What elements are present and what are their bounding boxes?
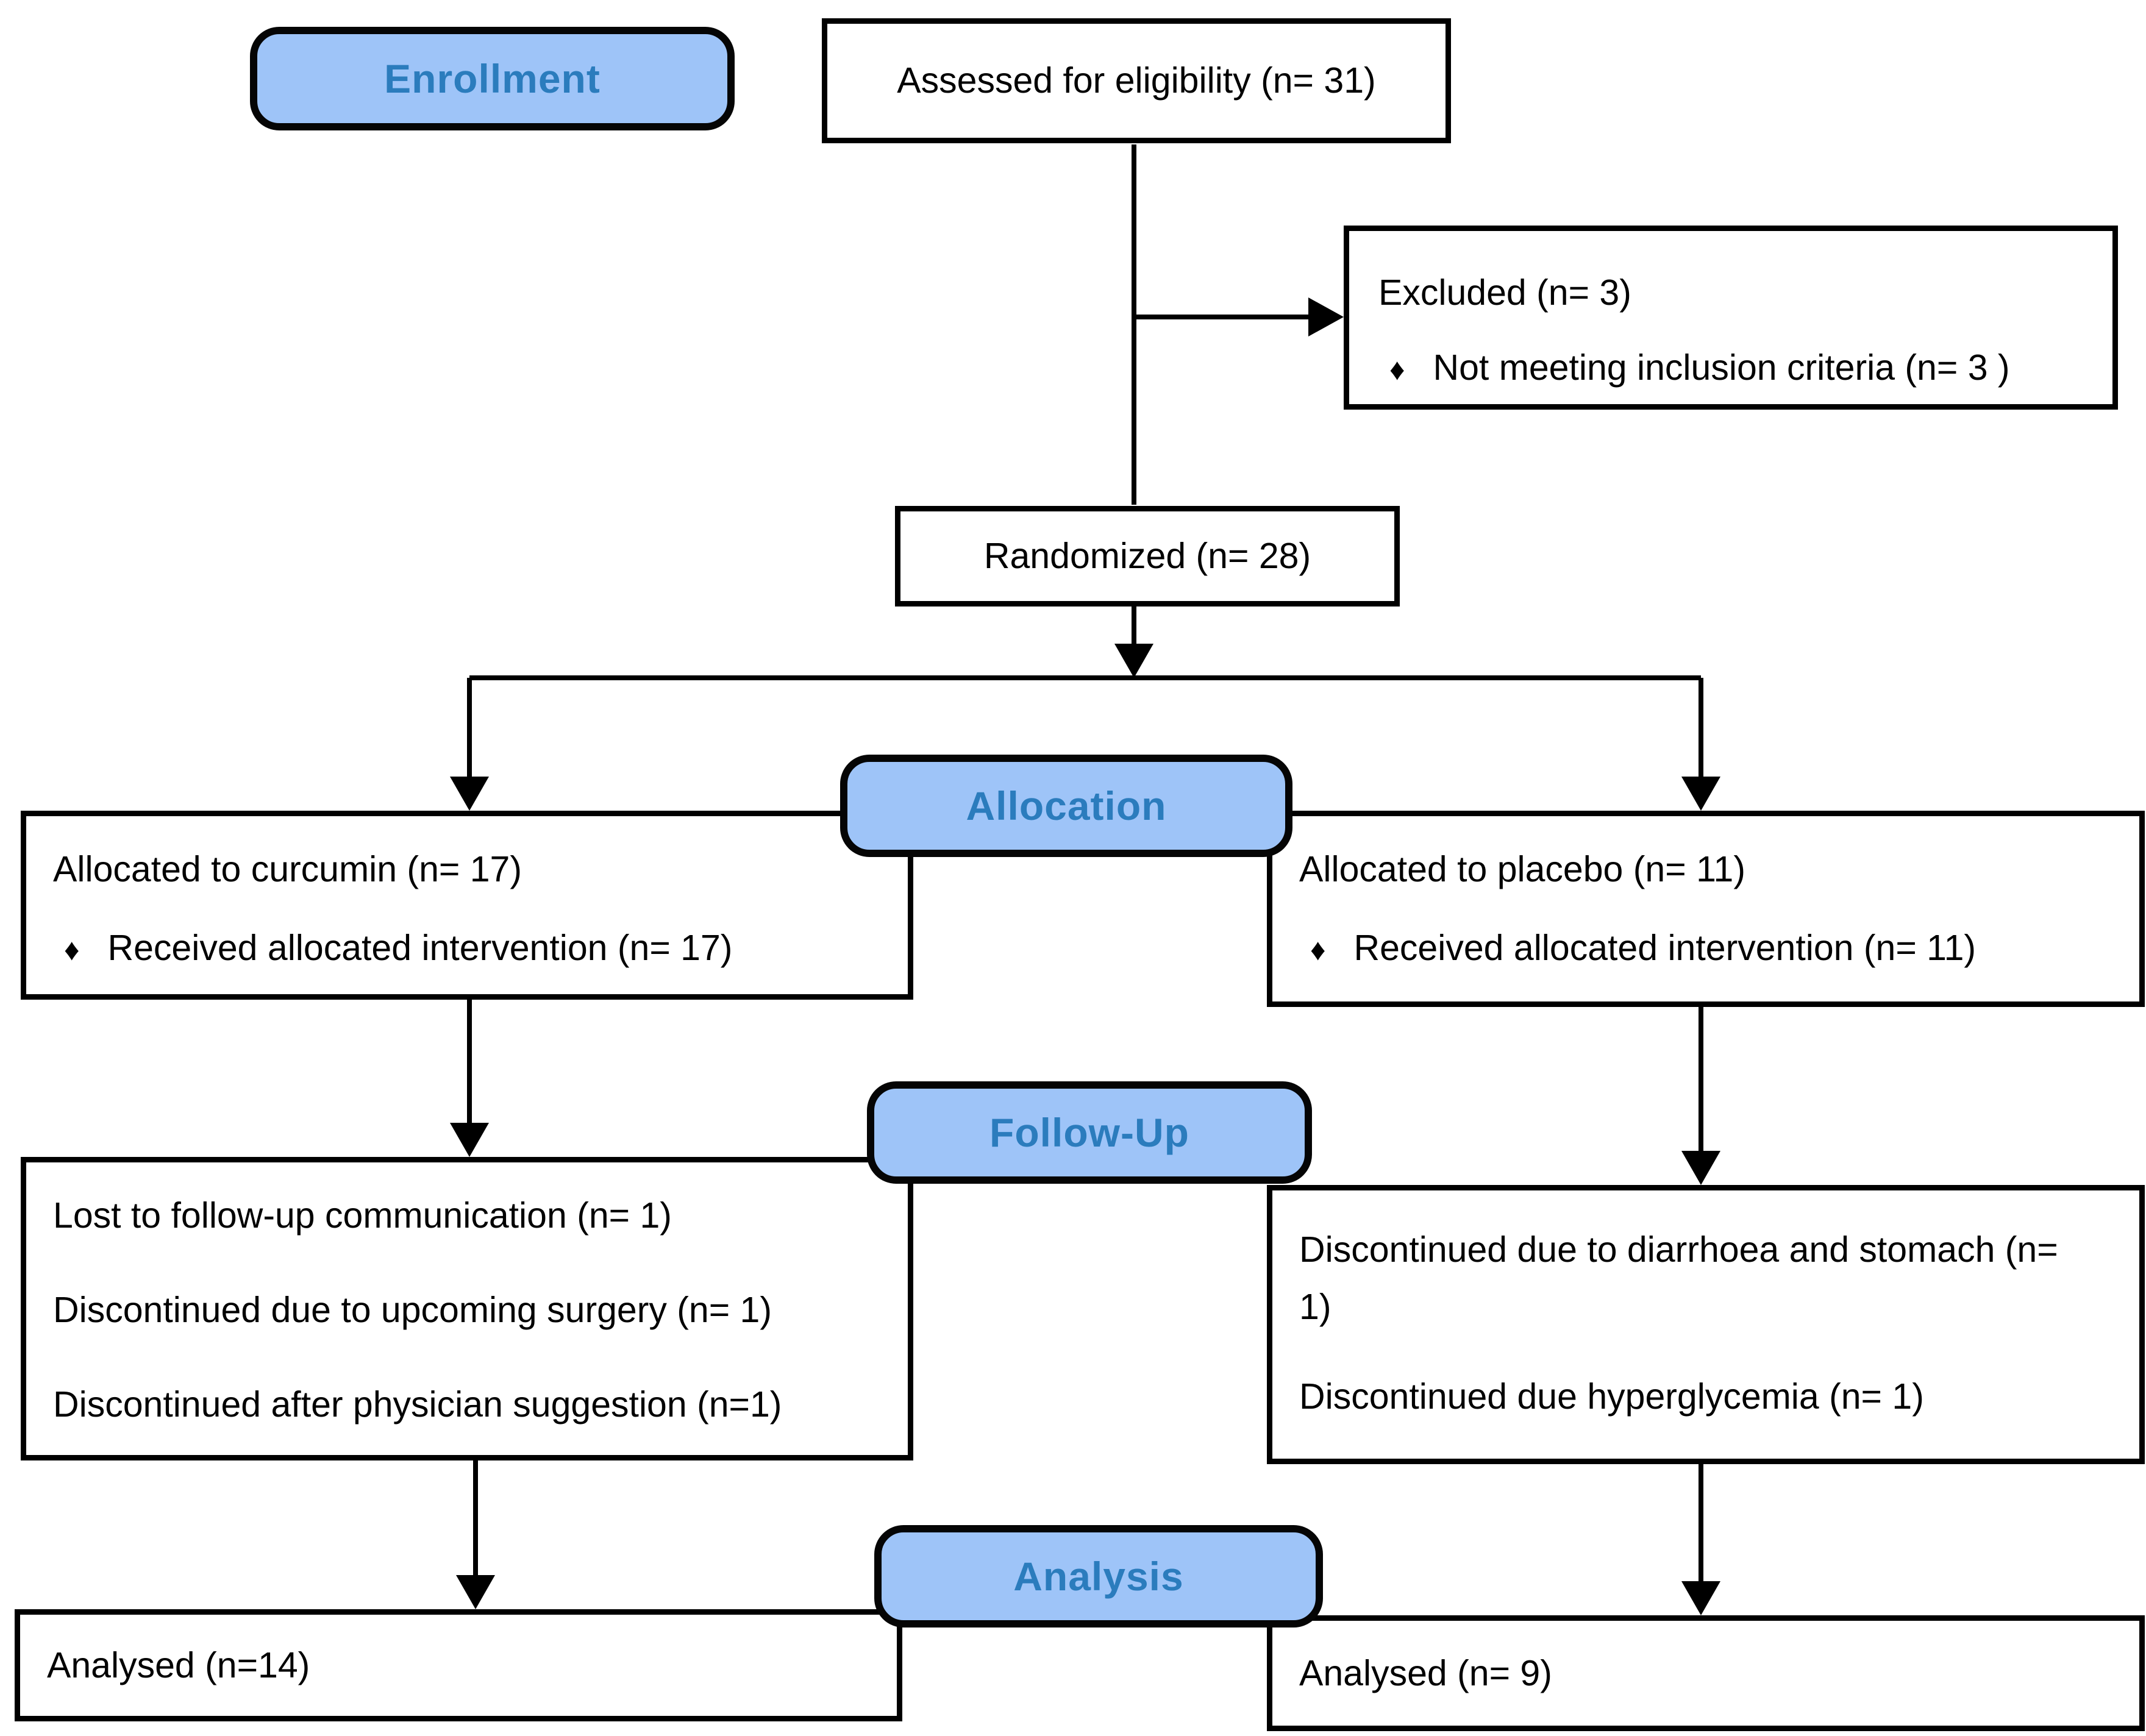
randomized-text: Randomized (n= 28) xyxy=(983,536,1311,577)
excluded-title: Excluded (n= 3) xyxy=(1378,272,1631,313)
arrowhead-analysed-placebo xyxy=(1681,1581,1720,1615)
followup-placebo-line: Discontinued due hyperglycemia (n= 1) xyxy=(1299,1376,1924,1417)
stage-label-followup-text: Follow-Up xyxy=(989,1110,1189,1155)
stage-label-enrollment-text: Enrollment xyxy=(384,56,601,101)
allocated-placebo-item-text: Received allocated intervention (n= 11) xyxy=(1353,927,1977,968)
followup-curcumin-box: Lost to follow-up communication (n= 1) D… xyxy=(21,1157,913,1460)
allocated-curcumin-box: Allocated to curcumin (n= 17) ♦ Received… xyxy=(21,811,913,1000)
stage-label-analysis-text: Analysis xyxy=(1013,1554,1184,1599)
stage-label-enrollment: Enrollment xyxy=(250,27,735,130)
followup-placebo-box: Discontinued due to diarrhoea and stomac… xyxy=(1267,1185,2145,1464)
arrowhead-excluded xyxy=(1308,297,1344,336)
arrowhead-followup-placebo xyxy=(1681,1151,1720,1185)
followup-placebo-line: Discontinued due to diarrhoea and stomac… xyxy=(1299,1229,2058,1328)
diamond-bullet-icon: ♦ xyxy=(64,932,80,967)
allocated-placebo-box: Allocated to placebo (n= 11) ♦ Received … xyxy=(1267,811,2145,1007)
stage-label-analysis: Analysis xyxy=(874,1525,1323,1628)
arrowhead-alloc-curcumin xyxy=(450,777,489,811)
followup-curcumin-line: Discontinued due to upcoming surgery (n=… xyxy=(53,1289,772,1330)
assessed-box: Assessed for eligibility (n= 31) xyxy=(822,18,1451,143)
allocated-curcumin-item: ♦ Received allocated intervention (n= 17… xyxy=(64,927,883,970)
stage-label-followup: Follow-Up xyxy=(867,1081,1312,1184)
analysed-placebo-box: Analysed (n= 9) xyxy=(1267,1615,2145,1731)
arrowhead-followup-curcumin xyxy=(450,1123,489,1157)
stage-label-allocation-text: Allocation xyxy=(966,783,1167,828)
analysed-curcumin-box: Analysed (n=14) xyxy=(15,1609,902,1721)
excluded-box: Excluded (n= 3) ♦ Not meeting inclusion … xyxy=(1344,226,2118,410)
excluded-item: ♦ Not meeting inclusion criteria (n= 3 ) xyxy=(1389,346,2082,390)
allocated-curcumin-item-text: Received allocated intervention (n= 17) xyxy=(107,927,733,968)
arrowhead-branch xyxy=(1114,644,1153,678)
diamond-bullet-icon: ♦ xyxy=(1389,352,1405,386)
followup-curcumin-line: Lost to follow-up communication (n= 1) xyxy=(53,1195,672,1236)
arrowhead-alloc-placebo xyxy=(1681,777,1720,811)
followup-curcumin-line: Discontinued after physician suggestion … xyxy=(53,1384,782,1425)
randomized-box: Randomized (n= 28) xyxy=(895,506,1400,607)
allocated-placebo-item: ♦ Received allocated intervention (n= 11… xyxy=(1310,927,2115,970)
allocated-curcumin-title: Allocated to curcumin (n= 17) xyxy=(53,849,522,889)
excluded-item-text: Not meeting inclusion criteria (n= 3 ) xyxy=(1433,347,2010,388)
analysed-curcumin-text: Analysed (n=14) xyxy=(47,1645,310,1685)
diamond-bullet-icon: ♦ xyxy=(1310,932,1326,967)
allocated-placebo-title: Allocated to placebo (n= 11) xyxy=(1299,849,1745,889)
stage-label-allocation: Allocation xyxy=(840,755,1292,857)
assessed-text: Assessed for eligibility (n= 31) xyxy=(897,60,1376,101)
arrowhead-analysed-curcumin xyxy=(456,1575,495,1609)
analysed-placebo-text: Analysed (n= 9) xyxy=(1299,1652,1552,1693)
